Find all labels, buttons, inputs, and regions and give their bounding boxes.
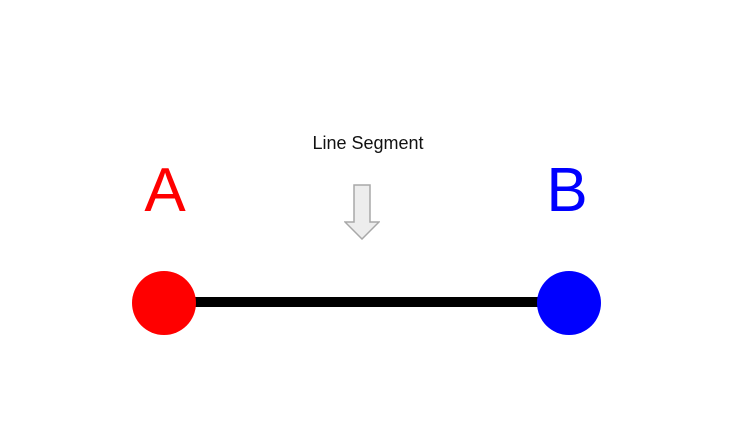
endpoint-dot-a [132,271,196,335]
down-arrow-icon [343,184,381,241]
diagram-title: Line Segment [312,133,424,153]
endpoint-label-a: A [144,156,186,225]
endpoint-dot-b [537,271,601,335]
down-arrow-shape [343,184,381,241]
line-segment [165,297,569,307]
endpoint-label-b: B [546,156,588,225]
